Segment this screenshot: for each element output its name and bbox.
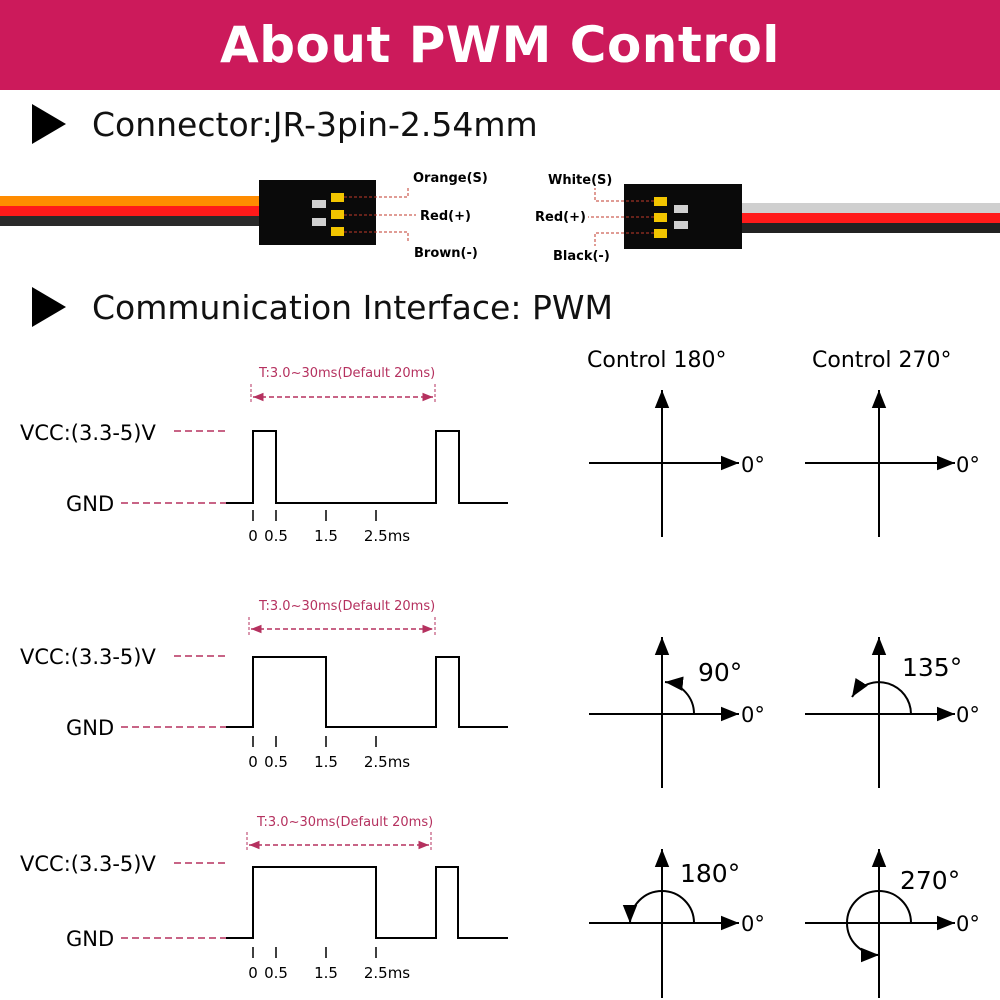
tick-label: 0	[248, 527, 258, 545]
axes-180-row1	[589, 390, 739, 537]
pin	[654, 197, 667, 206]
wire-red	[740, 213, 1000, 223]
tick-label: 0	[248, 964, 258, 982]
tick-label: 0	[248, 753, 258, 771]
vcc-label: VCC:(3.3-5)V	[20, 852, 156, 876]
tick-label: 0.5	[264, 753, 288, 771]
pin	[654, 213, 667, 222]
angle-label-90: 90°	[698, 658, 742, 687]
play-triangle-icon	[32, 287, 66, 327]
zero-label: 0°	[741, 703, 765, 727]
waveform-3: T:3.0~30ms(Default 20ms) VCC:(3.3-5)V GN…	[20, 815, 508, 982]
angle-label-135: 135°	[902, 653, 962, 682]
pin	[331, 210, 344, 219]
section-connector-title: Connector:JR-3pin-2.54mm	[92, 104, 538, 144]
section-connector: Connector:JR-3pin-2.54mm	[32, 104, 538, 144]
tick-label: 2.5ms	[364, 753, 410, 771]
vcc-label: VCC:(3.3-5)V	[20, 645, 156, 669]
connector-right: White(S) Red(+) Black(-)	[535, 173, 1000, 264]
wire-black	[740, 223, 1000, 233]
gnd-label: GND	[66, 927, 114, 951]
axes-270-row2	[805, 637, 955, 788]
pin-label-white: White(S)	[548, 173, 612, 188]
gnd-label: GND	[66, 492, 114, 516]
pin-label-red: Red(+)	[535, 210, 586, 225]
waveform-2: T:3.0~30ms(Default 20ms) VCC:(3.3-5)V GN…	[20, 599, 508, 771]
tick-label: 0.5	[264, 527, 288, 545]
connector-housing-left	[259, 180, 376, 245]
axes-270-row1	[805, 390, 955, 537]
play-triangle-icon	[32, 104, 66, 144]
tick-label: 2.5ms	[364, 964, 410, 982]
tick-label: 1.5	[314, 753, 338, 771]
section-interface: Communication Interface: PWM	[32, 287, 613, 327]
zero-label: 0°	[956, 912, 980, 936]
tick-label: 0.5	[264, 964, 288, 982]
gnd-label: GND	[66, 716, 114, 740]
section-interface-title: Communication Interface: PWM	[92, 287, 613, 327]
control-270-header: Control 270°	[812, 348, 952, 373]
page-title: About PWM Control	[220, 16, 780, 74]
pin	[331, 227, 344, 236]
tick-label: 2.5ms	[364, 527, 410, 545]
pin	[331, 193, 344, 202]
pin	[654, 229, 667, 238]
axes-270-row3	[805, 849, 955, 998]
pin-label-black: Black(-)	[553, 249, 610, 264]
wire-brown	[0, 216, 260, 226]
zero-label: 0°	[956, 453, 980, 477]
period-label: T:3.0~30ms(Default 20ms)	[258, 366, 435, 381]
period-label: T:3.0~30ms(Default 20ms)	[256, 815, 433, 830]
title-banner: About PWM Control	[0, 0, 1000, 90]
waveform-1: T:3.0~30ms(Default 20ms) VCC:(3.3-5)V GN…	[20, 366, 508, 545]
zero-label: 0°	[741, 453, 765, 477]
tick-label: 1.5	[314, 527, 338, 545]
pin-label-red: Red(+)	[420, 209, 471, 224]
period-label: T:3.0~30ms(Default 20ms)	[258, 599, 435, 614]
axes-180-row2	[589, 637, 739, 788]
tick-label: 1.5	[314, 964, 338, 982]
pin-label-brown: Brown(-)	[414, 246, 478, 261]
control-180-header: Control 180°	[587, 348, 727, 373]
wire-red	[0, 206, 260, 216]
axes-180-row3	[589, 849, 739, 998]
connector-left: Orange(S) Red(+) Brown(-)	[0, 171, 488, 261]
wire-orange	[0, 196, 260, 206]
angle-label-270: 270°	[900, 866, 960, 895]
pin-label-orange: Orange(S)	[413, 171, 488, 186]
zero-label: 0°	[741, 912, 765, 936]
vcc-label: VCC:(3.3-5)V	[20, 421, 156, 445]
zero-label: 0°	[956, 703, 980, 727]
angle-label-180: 180°	[680, 859, 740, 888]
wire-white	[740, 203, 1000, 213]
